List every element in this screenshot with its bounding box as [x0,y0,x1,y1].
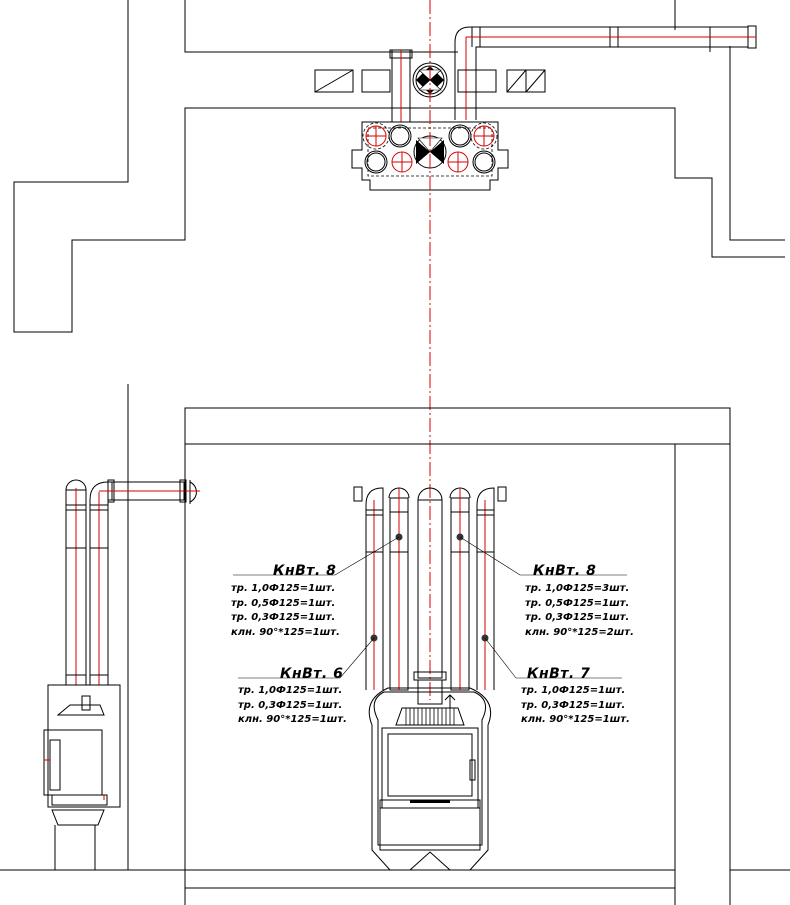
fireplace-icon [368,687,492,871]
spec-line: клн. 90°*125=2шт. [525,626,634,638]
spec-line: тр. 0,3Ф125=1шт. [525,612,630,623]
spec-line: клн. 90°*125=1шт. [238,714,347,725]
grille-icon [314,69,546,93]
spec-line: тр. 0,5Ф125=1шт. [231,597,336,609]
callout-title-kv8-right: КнВт. 8 [533,563,597,579]
duct-front [353,486,507,705]
duct-plan-horizontal [454,25,757,120]
wall-outline-right [729,46,785,241]
fireplace-side [43,684,121,870]
spec-line: клн. 90°*125=1шт. [521,714,630,725]
callout-spec-kv8-left: тр. 1,0Ф125=1шт. тр. 0,5Ф125=1шт. тр. 0,… [231,582,340,640]
duct-plan-left [389,49,413,123]
callout-spec-kv8-right: тр. 1,0Ф125=3шт. тр. 0,5Ф125=1шт. тр. 0,… [525,582,634,640]
spec-line: тр. 1,0Ф125=1шт. [521,685,626,696]
fireplace-plan [351,121,509,191]
wall-outline-left [13,0,785,333]
callout-spec-kv6: тр. 1,0Ф125=1шт. тр. 0,3Ф125=1шт. клн. 9… [238,684,347,728]
spec-line: тр. 0,5Ф125=1шт. [525,597,630,609]
spec-line: тр. 1,0Ф125=3шт. [525,583,630,594]
spec-line: тр. 0,3Ф125=1шт. [521,699,626,711]
spec-line: тр. 1,0Ф125=1шт. [231,583,336,594]
callout-title-kv8-left: КнВт. 8 [273,563,337,579]
leader-lines [233,536,627,679]
side-elevation [0,384,200,871]
wall-outline-top [184,0,458,53]
spec-line: тр. 0,3Ф125=1шт. [231,612,336,623]
spec-line: клн. 90°*125=1шт. [231,626,340,638]
callout-spec-kv7: тр. 1,0Ф125=1шт. тр. 0,3Ф125=1шт. клн. 9… [521,684,630,728]
callout-title-kv7: КнВт. 7 [527,666,591,682]
front-elevation [184,407,790,905]
callout-title-kv6: КнВт. 6 [280,666,344,682]
spec-line: тр. 1,0Ф125=1шт. [238,685,343,696]
plan-view [13,0,785,333]
spec-line: тр. 0,3Ф125=1шт. [238,699,343,711]
duct-icon [65,479,200,686]
